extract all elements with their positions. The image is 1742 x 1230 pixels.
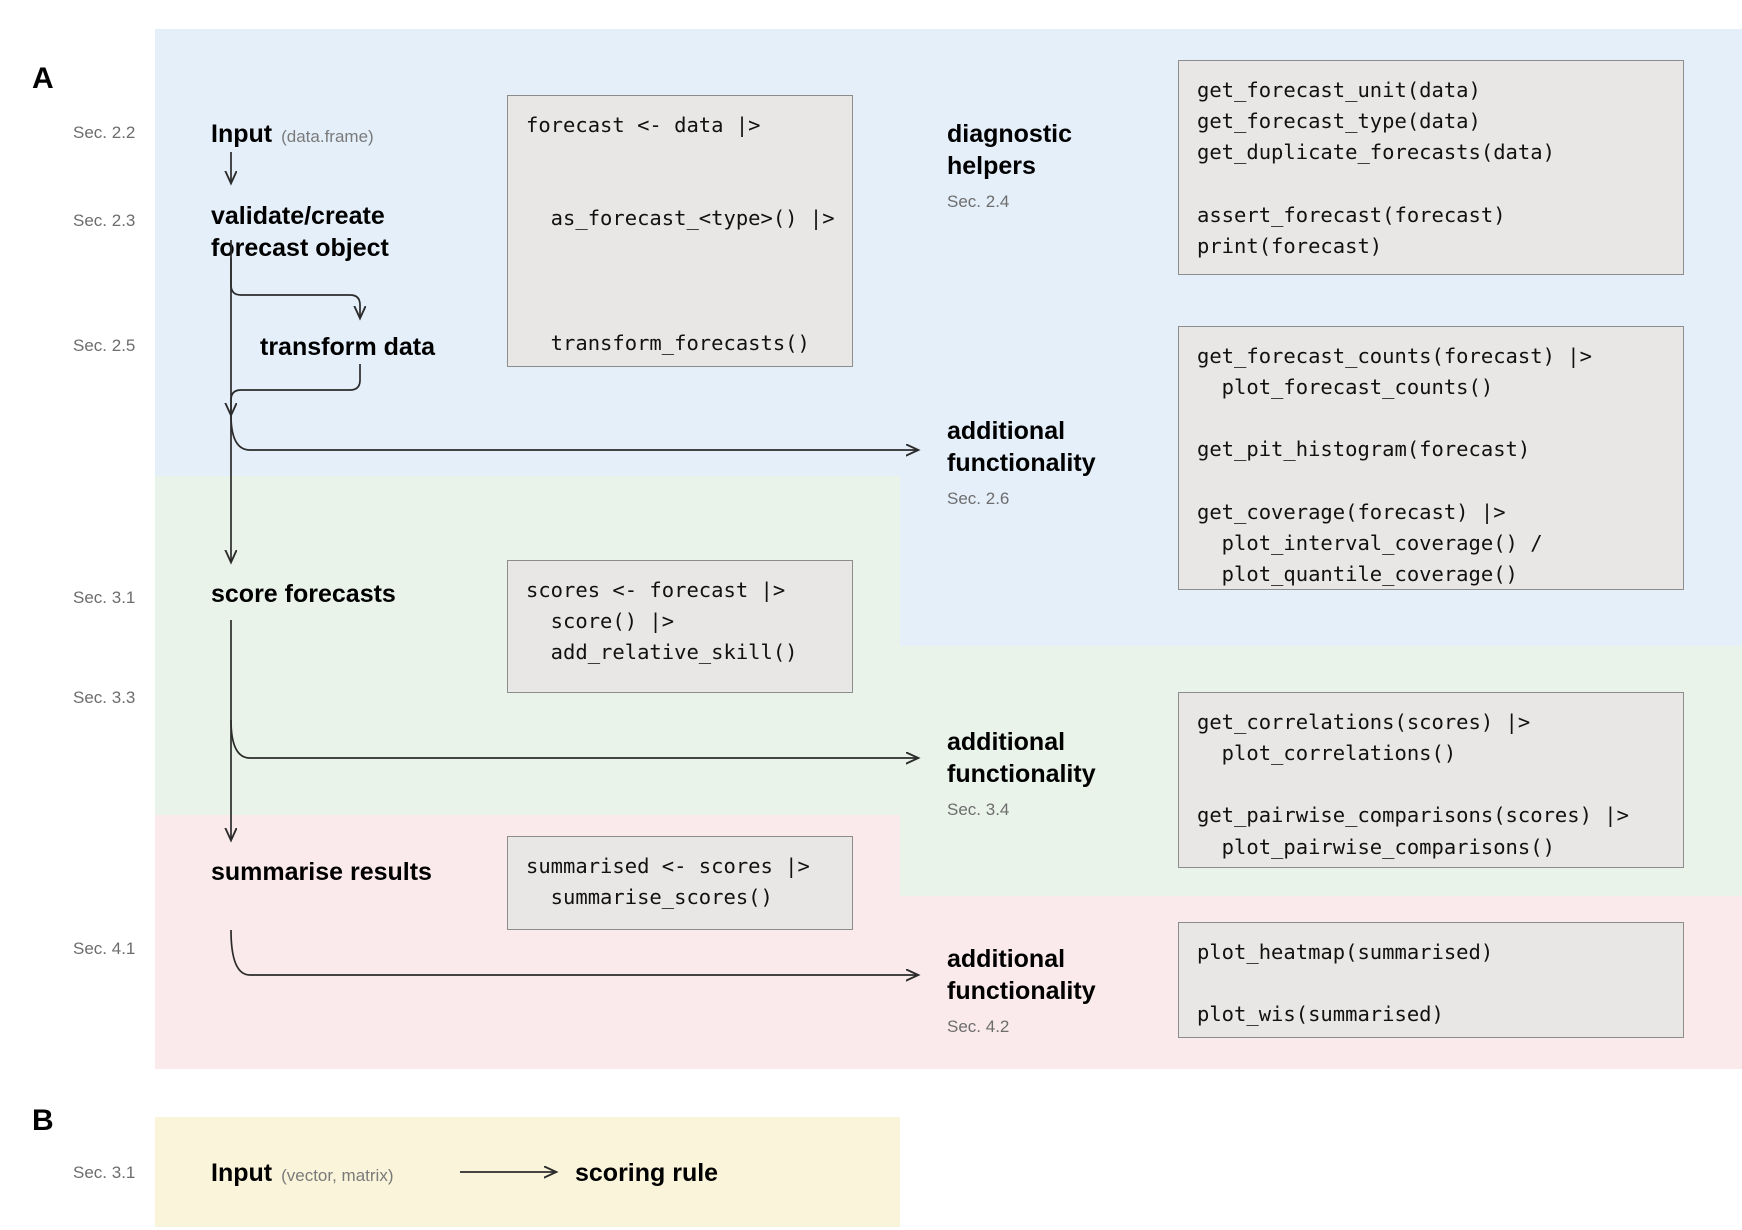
code-line: get_forecast_counts(forecast) |> (1197, 344, 1592, 368)
code-line: get_duplicate_forecasts(data) (1197, 140, 1555, 165)
code-line: plot_quantile_coverage() (1197, 562, 1518, 587)
heading-diagnostic-sec: Sec. 2.4 (947, 192, 1010, 211)
code-line: as_forecast_<type>() |> (526, 206, 835, 231)
heading-addl42-line2: functionality (947, 977, 1096, 1005)
heading-additional-functionality-3-4: additional functionality Sec. 3.4 (947, 726, 1207, 821)
code-line: add_relative_skill() (526, 640, 798, 665)
code-line (1197, 466, 1665, 497)
node-validate-line1: validate/create (211, 202, 385, 230)
code-line: get_coverage(forecast) |> (1197, 499, 1506, 524)
sec-label-4-1: Sec. 4.1 (73, 939, 136, 958)
heading-addl26-sec: Sec. 2.6 (947, 489, 1010, 508)
code-line: print(forecast) (1197, 233, 1383, 258)
node-input-annotation: (data.frame) (281, 127, 374, 146)
heading-additional-functionality-4-2: additional functionality Sec. 4.2 (947, 943, 1207, 1038)
code-line (1197, 403, 1665, 434)
code-line: get_correlations(scores) |> (1197, 710, 1531, 734)
heading-addl42-line1: additional (947, 945, 1066, 973)
code-line (526, 297, 834, 328)
code-line: plot_heatmap(summarised) (1197, 940, 1494, 964)
sec-label-3-1-b: Sec. 3.1 (73, 1163, 136, 1182)
panel-label-b: B (32, 1104, 55, 1137)
codebox-additional-functionality-3-4: get_correlations(scores) |> plot_correla… (1178, 692, 1684, 868)
code-line: transform_forecasts() (526, 331, 810, 356)
codebox-additional-functionality-4-2: plot_heatmap(summarised) plot_wis(summar… (1178, 922, 1684, 1038)
code-line (1197, 968, 1665, 999)
node-score-forecasts: score forecasts (211, 580, 396, 608)
code-line: summarise_scores() (526, 885, 773, 910)
code-line (526, 235, 834, 266)
codebox-diagnostic-helpers: get_forecast_unit(data) get_forecast_type… (1178, 60, 1684, 275)
code-line: assert_forecast(forecast) (1197, 202, 1506, 227)
codebox-summarise-pipeline: summarised <- scores |> summarise_scores… (507, 836, 853, 930)
heading-addl34-sec: Sec. 3.4 (947, 800, 1010, 819)
sec-label-2-3: Sec. 2.3 (73, 211, 136, 230)
code-line: plot_interval_coverage() / (1197, 530, 1543, 555)
code-line: get_forecast_type(data) (1197, 109, 1481, 134)
heading-diagnostic-helpers: diagnostic helpers Sec. 2.4 (947, 118, 1207, 213)
heading-addl34-line2: functionality (947, 760, 1096, 788)
node-input-label: Input (211, 120, 273, 148)
code-line: get_pairwise_comparisons(scores) |> (1197, 803, 1629, 828)
code-line: plot_pairwise_comparisons() (1197, 834, 1555, 859)
code-line: get_forecast_unit(data) (1197, 78, 1481, 102)
node-summarise-results: summarise results (211, 858, 432, 886)
node-input: Input (data.frame) (211, 118, 374, 150)
code-line: get_pit_histogram(forecast) (1197, 437, 1531, 462)
code-line (526, 141, 834, 172)
code-line (526, 172, 834, 203)
code-line: plot_wis(summarised) (1197, 1002, 1444, 1027)
node-validate-line2: forecast object (211, 234, 389, 262)
codebox-score-pipeline: scores <- forecast |> score() |> add_rel… (507, 560, 853, 693)
heading-addl34-line1: additional (947, 728, 1066, 756)
codebox-additional-functionality-2-6: get_forecast_counts(forecast) |> plot_fo… (1178, 326, 1684, 590)
node-transform-data: transform data (260, 333, 436, 361)
heading-addl26-line1: additional (947, 417, 1066, 445)
panel-label-a: A (32, 62, 55, 95)
heading-additional-functionality-2-6: additional functionality Sec. 2.6 (947, 415, 1207, 510)
code-line: forecast <- data |> (526, 113, 761, 137)
node-input-b-label: Input (211, 1159, 273, 1187)
heading-diagnostic-line1: diagnostic (947, 120, 1073, 148)
node-input-b: Input (vector, matrix) (211, 1157, 394, 1189)
sec-label-3-1: Sec. 3.1 (73, 588, 136, 607)
code-line: summarised <- scores |> (526, 854, 810, 878)
heading-addl42-sec: Sec. 4.2 (947, 1017, 1010, 1036)
code-line: score() |> (526, 609, 675, 634)
sec-label-2-2: Sec. 2.2 (73, 123, 136, 142)
code-line (526, 266, 834, 297)
code-line: plot_forecast_counts() (1197, 375, 1494, 400)
sec-label-3-3: Sec. 3.3 (73, 688, 136, 707)
code-line (1197, 769, 1665, 800)
heading-addl26-line2: functionality (947, 449, 1096, 477)
code-line: plot_correlations() (1197, 741, 1457, 766)
sec-label-2-5: Sec. 2.5 (73, 336, 136, 355)
node-scoring-rule: scoring rule (575, 1159, 719, 1187)
code-line (1197, 168, 1665, 199)
node-validate-create-forecast-object: validate/create forecast object (211, 200, 511, 264)
heading-diagnostic-line2: helpers (947, 152, 1036, 180)
codebox-forecast-pipeline: forecast <- data |> as_forecast_<type>()… (507, 95, 853, 367)
code-line: scores <- forecast |> (526, 578, 786, 602)
node-input-b-annotation: (vector, matrix) (281, 1166, 394, 1185)
